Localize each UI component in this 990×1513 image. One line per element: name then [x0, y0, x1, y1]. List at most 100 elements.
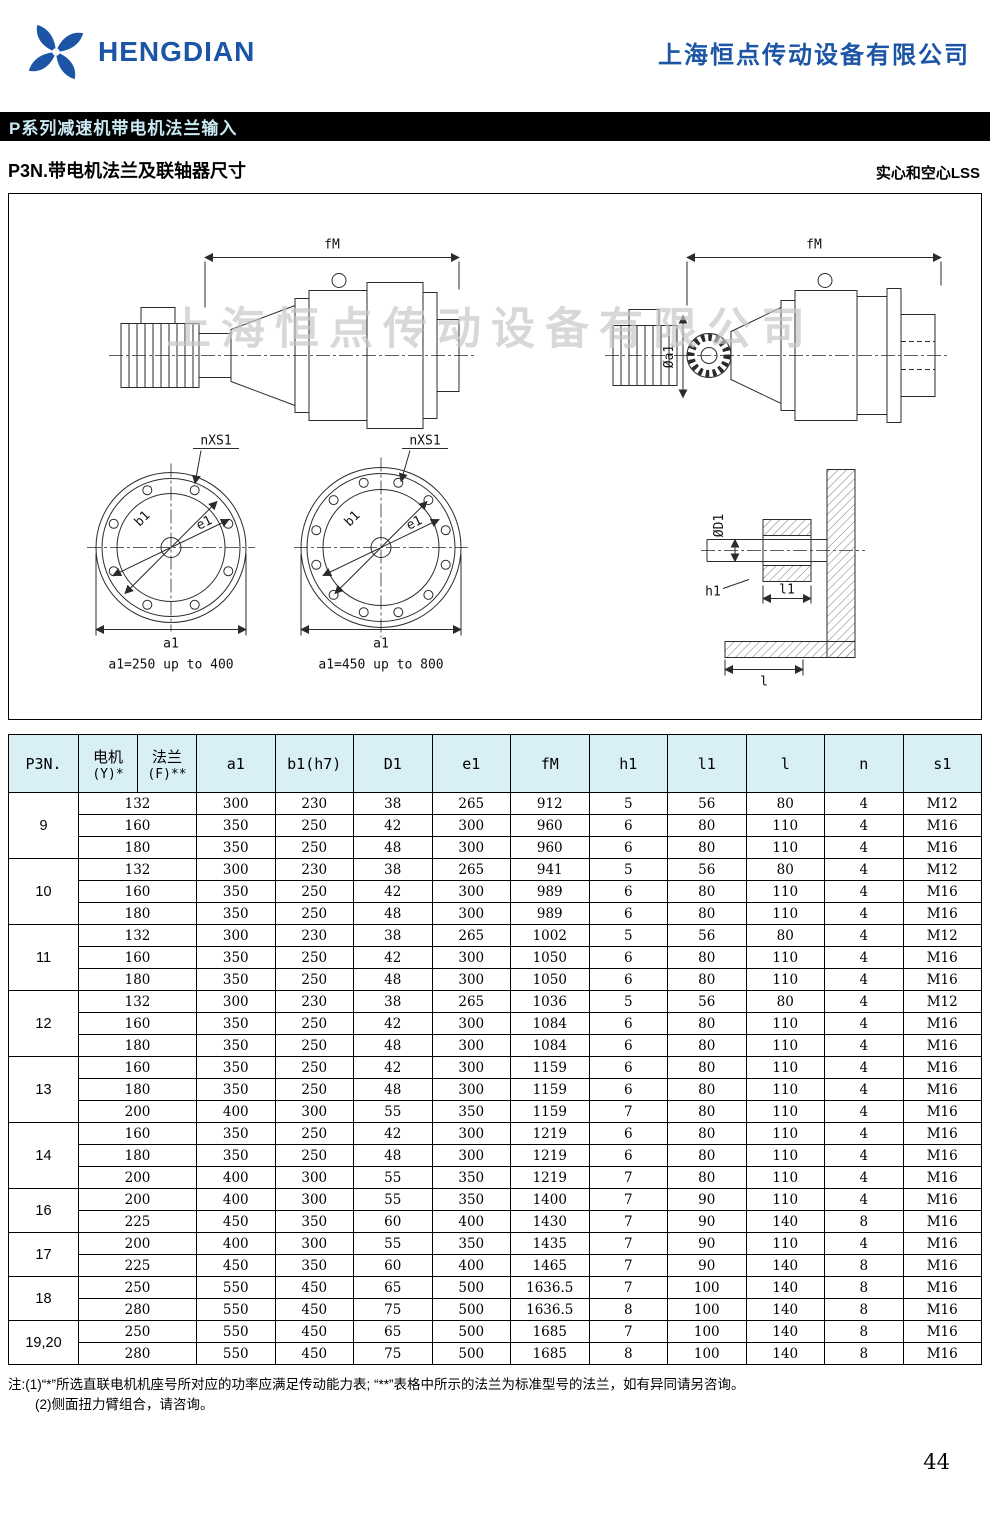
dimension-cell: 80: [667, 968, 747, 991]
dimension-cell: 5: [588, 990, 668, 1013]
dimension-cell: 300: [274, 1166, 354, 1189]
dimension-cell: 350: [274, 1210, 354, 1233]
dimension-cell: 8: [824, 1210, 904, 1233]
brand-name: HENGDIAN: [98, 36, 256, 67]
column-header: l1: [667, 734, 747, 793]
watermark: 上海恒点传动设备有限公司: [167, 305, 815, 354]
dimension-cell: 140: [745, 1276, 825, 1299]
dimension-cell: 1685: [510, 1320, 590, 1343]
motor-frame-cell: 180: [78, 1144, 197, 1167]
dimension-cell: 300: [196, 924, 276, 947]
column-header: 法兰(F)**: [137, 734, 197, 793]
dimension-cell: 4: [824, 880, 904, 903]
footnote-1: 注:(1)“*”所选直联电机机座号所对应的功率应满足传动能力表; “**”表格中…: [8, 1377, 745, 1392]
dimension-cell: 7: [588, 1188, 668, 1211]
dimension-cell: 7: [588, 1232, 668, 1255]
motor-frame-cell: 180: [78, 1034, 197, 1057]
dimension-cell: 140: [745, 1254, 825, 1277]
dimension-cell: 80: [667, 946, 747, 969]
section-title: P3N.带电机法兰及联轴器尺寸: [8, 161, 247, 181]
page-number: 44: [923, 1450, 950, 1474]
column-header: b1(h7): [274, 734, 354, 793]
dimension-cell: 400: [431, 1210, 511, 1233]
dimension-cell: 1636.5: [510, 1276, 590, 1299]
motor-frame-cell: 160: [78, 814, 197, 837]
dimension-cell: 55: [353, 1100, 433, 1123]
dimension-cell: 56: [667, 792, 747, 815]
dimension-cell: 1084: [510, 1012, 590, 1035]
dimension-cell: 80: [667, 1012, 747, 1035]
dimension-cell: 65: [353, 1276, 433, 1299]
dimension-cell: 350: [196, 946, 276, 969]
column-header: e1: [431, 734, 511, 793]
motor-frame-cell: 200: [78, 1100, 197, 1123]
dimension-cell: 230: [274, 990, 354, 1013]
dimension-cell: 140: [745, 1342, 825, 1365]
dimension-cell: 56: [667, 990, 747, 1013]
dimension-cell: M16: [902, 1210, 982, 1233]
motor-frame-cell: 160: [78, 880, 197, 903]
dimension-cell: 7: [588, 1166, 668, 1189]
dimension-cell: 300: [431, 1056, 511, 1079]
dimension-cell: 300: [196, 990, 276, 1013]
dimension-cell: 4: [824, 968, 904, 991]
column-header: l: [745, 734, 825, 793]
page-header: HENGDIAN 上海恒点传动设备有限公司: [0, 0, 990, 100]
dimension-cell: 6: [588, 814, 668, 837]
motor-frame-cell: 132: [78, 924, 197, 947]
dimension-cell: 110: [745, 814, 825, 837]
dimension-cell: 110: [745, 1034, 825, 1057]
dimension-cell: M16: [902, 1320, 982, 1343]
dimension-cell: 80: [667, 1122, 747, 1145]
dimension-cell: M12: [902, 792, 982, 815]
section-row: P3N.带电机法兰及联轴器尺寸 实心和空心LSS: [0, 141, 990, 193]
dimension-cell: 6: [588, 1056, 668, 1079]
footnote-2: (2)侧面扭力臂组合，请咨询。: [35, 1397, 214, 1413]
dimension-cell: 4: [824, 1144, 904, 1167]
dimension-cell: 140: [745, 1298, 825, 1321]
technical-drawing-svg: fM: [87, 238, 949, 690]
dimension-cell: 350: [196, 968, 276, 991]
dimension-cell: M16: [902, 1144, 982, 1167]
dimension-cell: 56: [667, 924, 747, 947]
dimension-cell: 7: [588, 1100, 668, 1123]
dimension-cell: 550: [196, 1320, 276, 1343]
dimension-cell: 989: [510, 902, 590, 925]
dimension-cell: M16: [902, 1254, 982, 1277]
dimension-cell: 80: [667, 1056, 747, 1079]
side-view-hollow-shaft: [605, 273, 949, 423]
dimension-cell: 1159: [510, 1078, 590, 1101]
motor-frame-cell: 160: [78, 1122, 197, 1145]
dimension-cell: 42: [353, 1012, 433, 1035]
dimension-cell: 1636.5: [510, 1298, 590, 1321]
dimension-cell: 80: [667, 814, 747, 837]
dimension-cell: 550: [196, 1342, 276, 1365]
nxs1-label: nXS1: [200, 434, 231, 449]
dimension-cell: 140: [745, 1210, 825, 1233]
dimension-cell: 110: [745, 1122, 825, 1145]
catalog-page: HENGDIAN 上海恒点传动设备有限公司 P系列减速机带电机法兰输入 P3N.…: [0, 0, 990, 1474]
flange-caption-small: a1=250 up to 400: [108, 658, 233, 673]
dimension-cell: 1219: [510, 1166, 590, 1189]
dimension-cell: 8: [588, 1342, 668, 1365]
dimension-cell: 350: [431, 1166, 511, 1189]
nxs1-label: nXS1: [409, 434, 440, 449]
column-header: P3N.: [8, 734, 79, 793]
dimension-cell: 1159: [510, 1056, 590, 1079]
dimension-cell: 912: [510, 792, 590, 815]
motor-frame-cell: 180: [78, 968, 197, 991]
dimension-cell: 989: [510, 880, 590, 903]
dimension-cell: 500: [431, 1298, 511, 1321]
dimension-cell: 80: [745, 858, 825, 881]
dimension-cell: 450: [274, 1342, 354, 1365]
motor-frame-cell: 180: [78, 836, 197, 859]
